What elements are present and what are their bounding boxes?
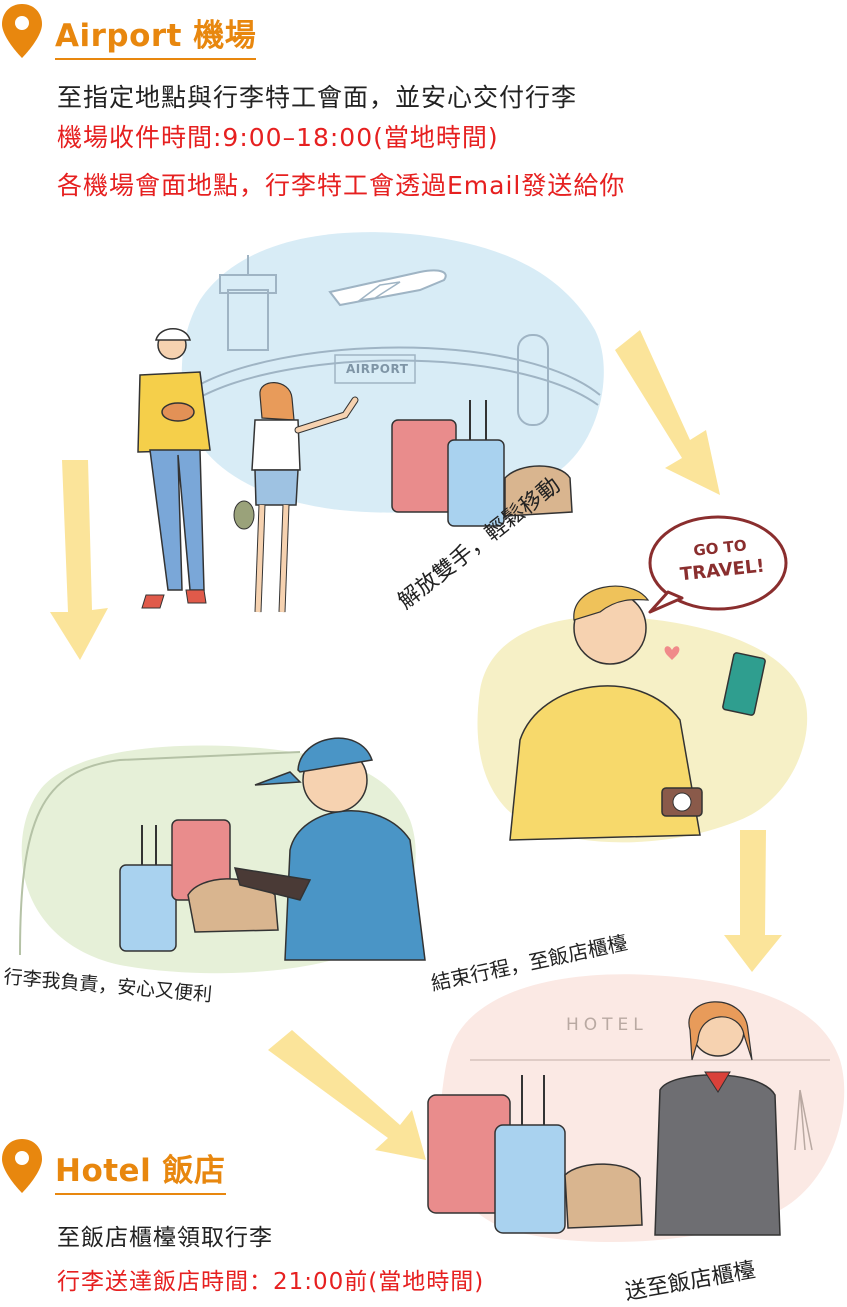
hotel-pin-icon: [2, 1139, 42, 1193]
hotel-scene: [427, 974, 845, 1242]
hotel-line-collect: 至飯店櫃檯領取行李: [57, 1225, 273, 1251]
hotel-sign: HOTEL: [566, 1015, 648, 1035]
airport-line-handover: 至指定地點與行李特工會面，並安心交付行李: [57, 83, 578, 112]
airport-pin-icon: [2, 4, 42, 58]
hotel-title: Hotel 飯店: [55, 1145, 226, 1195]
flow-arrows: [50, 330, 782, 1160]
airport-sign: AIRPORT: [346, 362, 409, 376]
agent-scene: [19, 737, 426, 974]
airport-scene: [137, 232, 604, 613]
airport-title: Airport 機場: [55, 10, 257, 60]
airport-line-pickup-time: 機場收件時間:9:00–18:00(當地時間): [57, 123, 499, 152]
hotel-line-delivery-time: 行李送達飯店時間：21:00前(當地時間): [57, 1269, 485, 1295]
traveller-scene: [477, 515, 808, 843]
airport-line-meeting-point: 各機場會面地點，行李特工會透過Email發送給你: [57, 171, 626, 200]
